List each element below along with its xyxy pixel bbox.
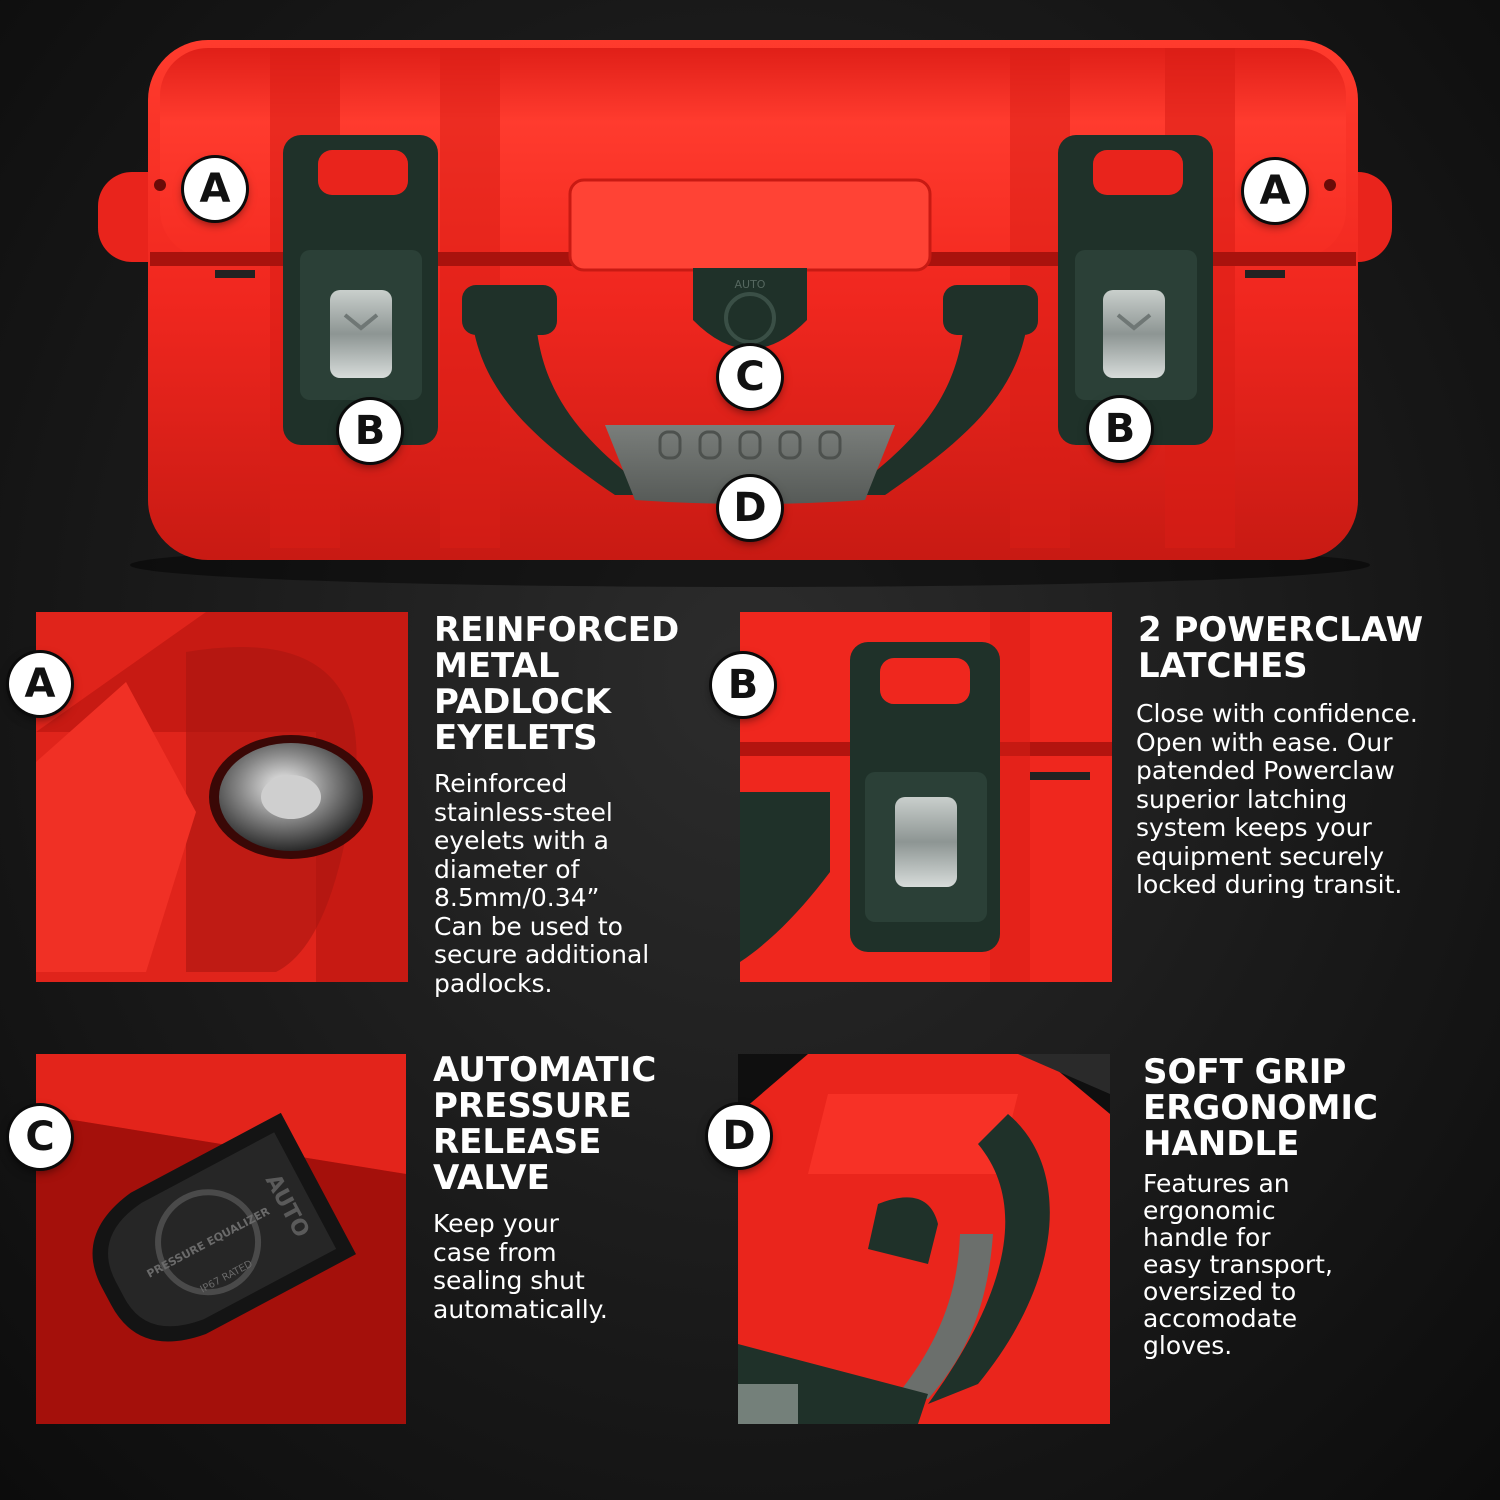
feature-d-badge: D <box>708 1105 770 1167</box>
feature-a-description: Reinforced stainless-steel eyelets with … <box>434 769 650 998</box>
feature-b-title: 2 POWERCLAW LATCHES <box>1138 610 1424 686</box>
callout-badge-a-left: A <box>184 158 246 220</box>
feature-a-badge: A <box>9 653 71 715</box>
feature-c-description: Keep your case from sealing shut automat… <box>433 1209 608 1324</box>
feature-b-photo <box>740 612 1112 982</box>
feature-b-description: Close with confidence. Open with ease. O… <box>1136 699 1418 899</box>
feature-d-photo <box>738 1054 1110 1424</box>
feature-a-title: REINFORCED METAL PADLOCK EYELETS <box>434 610 680 758</box>
feature-c-photo: AUTO PRESSURE EQUALIZER IP67 RATED <box>36 1054 406 1424</box>
feature-d-title: SOFT GRIP ERGONOMIC HANDLE <box>1143 1052 1379 1164</box>
feature-d-description: Features an ergonomic handle for easy tr… <box>1143 1169 1333 1360</box>
callout-badge-a-right: A <box>1244 160 1306 222</box>
feature-c-title: AUTOMATIC PRESSURE RELEASE VALVE <box>433 1050 657 1198</box>
callout-badge-d: D <box>719 477 781 539</box>
feature-a-photo <box>36 612 408 982</box>
feature-c-badge: C <box>9 1106 71 1168</box>
feature-b-badge: B <box>712 654 774 716</box>
hero-case-illustration: AUTO <box>98 40 1392 587</box>
hero-valve-emboss: AUTO <box>735 278 766 291</box>
callout-badge-b-right: B <box>1089 398 1151 460</box>
callout-badge-c: C <box>719 346 781 408</box>
callout-badge-b-left: B <box>339 400 401 462</box>
